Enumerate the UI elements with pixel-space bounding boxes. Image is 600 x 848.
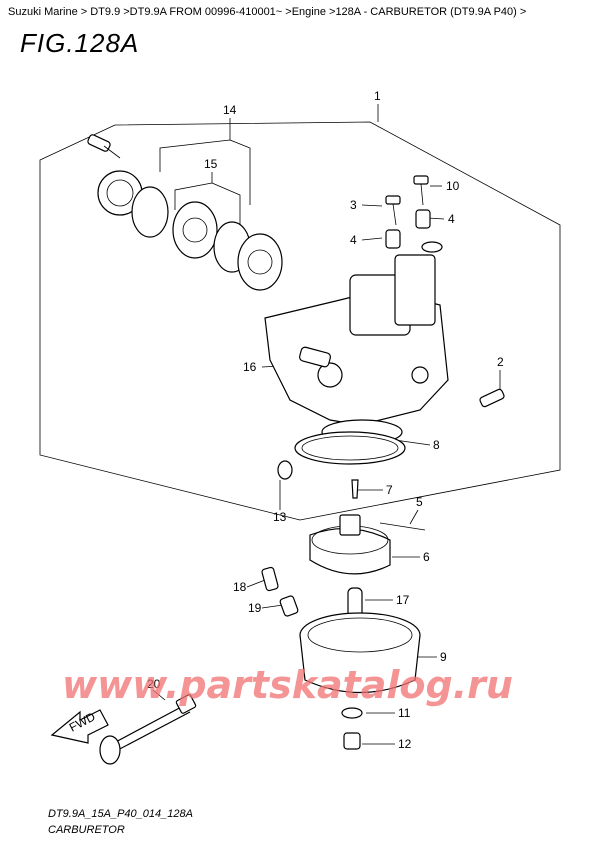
callout-13[interactable]: 13 xyxy=(273,510,287,524)
callout-4-left[interactable]: 4 xyxy=(350,233,357,247)
callout-3[interactable]: 3 xyxy=(350,198,357,212)
breadcrumb[interactable]: Suzuki Marine > DT9.9 >DT9.9A FROM 00996… xyxy=(8,6,527,18)
float-pin[interactable] xyxy=(379,522,426,531)
drain-screw[interactable] xyxy=(277,460,293,480)
assembly-frame xyxy=(39,121,561,521)
callout-10[interactable]: 10 xyxy=(446,179,460,193)
callout-18[interactable]: 18 xyxy=(233,580,247,594)
callout-7[interactable]: 7 xyxy=(386,483,393,497)
fwd-arrow-icon: FWD xyxy=(50,709,109,744)
main-jet-screw[interactable] xyxy=(261,566,279,592)
diagram-code: DT9.9A_15A_P40_014_128A xyxy=(48,808,193,820)
main-jet-spring[interactable] xyxy=(279,595,299,617)
float[interactable] xyxy=(309,514,391,575)
throttle-stop-screw[interactable] xyxy=(385,195,401,226)
float-bowl[interactable] xyxy=(299,612,421,693)
pilot-screw[interactable] xyxy=(413,175,429,206)
watermark: www.partskatalog.ru xyxy=(62,663,513,707)
callout-17[interactable]: 17 xyxy=(396,593,410,607)
callout-4-right[interactable]: 4 xyxy=(448,212,455,226)
float-bowl-gasket[interactable] xyxy=(294,431,406,465)
bowl-screw[interactable] xyxy=(343,732,361,750)
callout-20[interactable]: 20 xyxy=(147,677,161,691)
callout-5[interactable]: 5 xyxy=(416,495,423,509)
body-screw[interactable] xyxy=(479,388,505,408)
accelerator-pump-assembly[interactable] xyxy=(87,134,283,291)
diagram-name: CARBURETOR xyxy=(48,824,125,836)
figure-title: FIG.128A xyxy=(20,28,140,58)
callout-16[interactable]: 16 xyxy=(243,360,257,374)
leader-lines xyxy=(152,104,501,745)
callout-14[interactable]: 14 xyxy=(223,103,237,117)
spring-left[interactable] xyxy=(385,229,401,249)
callout-12[interactable]: 12 xyxy=(398,737,412,751)
callout-15[interactable]: 15 xyxy=(204,157,218,171)
callout-2[interactable]: 2 xyxy=(497,355,504,369)
callout-1[interactable]: 1 xyxy=(374,89,381,103)
callout-11[interactable]: 11 xyxy=(398,706,411,720)
callout-19[interactable]: 19 xyxy=(248,601,262,615)
needle-valve[interactable] xyxy=(351,479,359,499)
callout-9[interactable]: 9 xyxy=(440,650,447,664)
bowl-washer[interactable] xyxy=(341,707,363,719)
spring-right[interactable] xyxy=(415,209,431,229)
callout-8[interactable]: 8 xyxy=(433,438,440,452)
carburetor-body[interactable] xyxy=(264,241,449,445)
callout-6[interactable]: 6 xyxy=(423,550,430,564)
choke-knob[interactable] xyxy=(99,694,197,765)
